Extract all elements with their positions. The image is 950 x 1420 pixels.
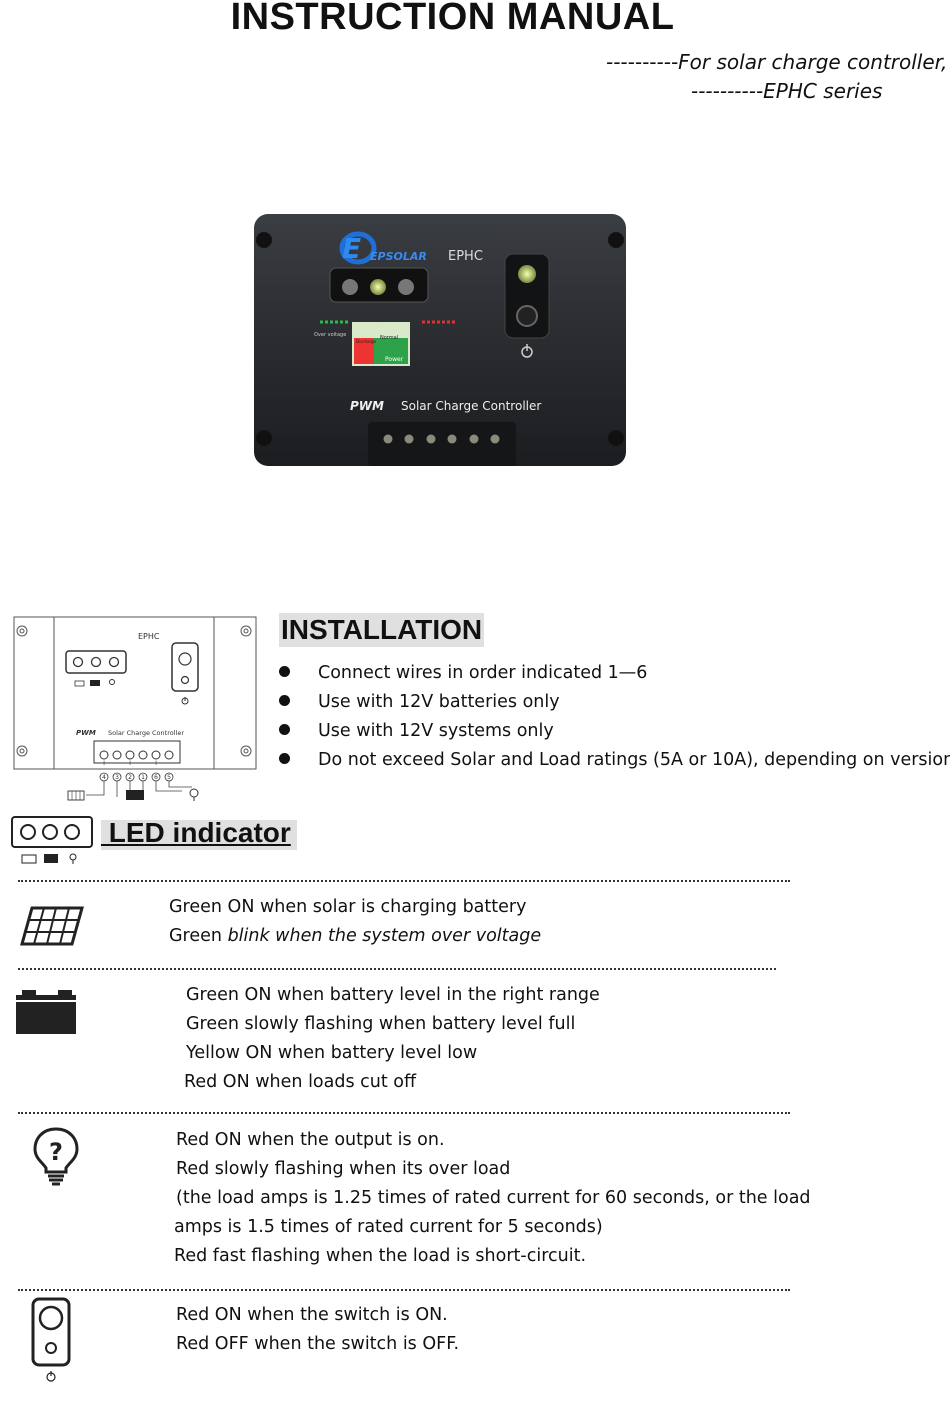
list-item-text: Connect wires in order indicated 1—6 [318, 663, 648, 683]
bullet-icon [279, 753, 290, 764]
svg-text:E: E [342, 232, 361, 265]
battery-led-desc-2: Green slowly flashing when battery level… [186, 1014, 576, 1034]
solar-led-desc-2-italic: blink when the system over voltage [227, 926, 542, 946]
switch-icon [30, 1296, 72, 1386]
subtitle-product: ----------For solar charge controller, [606, 50, 948, 74]
list-item: Use with 12V batteries only [279, 691, 950, 720]
product-label: Solar Charge Controller [401, 399, 541, 413]
terminal-number: 6 [154, 774, 158, 781]
led-indicator-heading: LED indicator [101, 817, 291, 848]
installation-list: Connect wires in order indicated 1—6 Use… [279, 662, 950, 778]
diagram-pwm-label: PWM [76, 729, 96, 737]
terminal-sign: − [114, 759, 120, 767]
terminal-number: 5 [167, 774, 171, 781]
power-label: Power [385, 356, 404, 363]
load-led-desc-3: (the load amps is 1.25 times of rated cu… [176, 1188, 811, 1208]
diagram-model-text: EPHC [138, 632, 160, 641]
list-item: Use with 12V systems only [279, 720, 950, 749]
list-item-text: Do not exceed Solar and Load ratings (5A… [318, 750, 950, 770]
solar-led-desc-2: Green blink when the system over voltage [169, 922, 541, 951]
page-title: INSTRUCTION MANUAL [230, 0, 675, 38]
terminal-number: 3 [115, 774, 119, 781]
terminal-number: 2 [128, 774, 132, 781]
solar-led-desc-2-normal: Green [169, 926, 228, 946]
terminal-number: 4 [102, 774, 106, 781]
terminal-sign: + [101, 759, 107, 767]
power-symbol-icon [521, 344, 533, 358]
product-photo: E EPSOLAR EPHC Normal Power Over voltage… [250, 210, 630, 470]
load-led-desc-5: Red fast flashing when the load is short… [174, 1246, 587, 1266]
battery-small-icon [126, 790, 144, 800]
battery-icon [14, 988, 78, 1036]
load-led-desc-1: Red ON when the output is on. [176, 1130, 445, 1150]
list-item: Do not exceed Solar and Load ratings (5A… [279, 749, 950, 778]
battery-led-desc-4: Red ON when loads cut off [184, 1072, 417, 1092]
separator [18, 1289, 790, 1291]
separator [18, 880, 790, 882]
load-led-desc-4: amps is 1.5 times of rated current for 5… [174, 1217, 603, 1237]
light-bulb-icon: ? [32, 1126, 80, 1186]
wiring-diagram: EPHC PWM Solar Charge Controller + − + −… [12, 615, 258, 805]
bullet-icon [279, 666, 290, 677]
terminal-number: 1 [141, 774, 145, 781]
solar-panel-small-icon [67, 790, 85, 801]
bulb-small-icon [189, 788, 199, 801]
solar-panel-icon [20, 904, 84, 948]
led-panel-icon [10, 815, 94, 867]
model-text: EPHC [448, 249, 483, 264]
bullet-icon [279, 724, 290, 735]
load-led-desc-2: Red slowly flashing when its over load [176, 1159, 511, 1179]
over-voltage-label: Over voltage [314, 332, 346, 338]
list-item-text: Use with 12V systems only [318, 721, 554, 741]
battery-led-desc-3: Yellow ON when battery level low [186, 1043, 478, 1063]
brand-text: EPSOLAR [370, 250, 427, 263]
list-item-text: Use with 12V batteries only [318, 692, 560, 712]
led-heading-background [101, 820, 297, 850]
bullet-icon [279, 695, 290, 706]
terminal-sign: + [153, 759, 159, 767]
diagram-product-label: Solar Charge Controller [108, 729, 184, 737]
terminal-sign: − [140, 759, 146, 767]
separator [18, 1112, 790, 1114]
pwm-label: PWM [350, 399, 384, 413]
subtitle-series: ----------EPHC series [691, 79, 883, 103]
switch-led-desc-2: Red OFF when the switch is OFF. [176, 1334, 460, 1354]
terminal-sign: + [127, 759, 133, 767]
list-item: Connect wires in order indicated 1—6 [279, 662, 950, 691]
svg-text:?: ? [49, 1138, 63, 1166]
separator [18, 968, 776, 970]
battery-led-desc-1: Green ON when battery level in the right… [186, 985, 600, 1005]
normal-label: Normal [380, 335, 398, 341]
switch-led-desc-1: Red ON when the switch is ON. [176, 1305, 448, 1325]
epsolar-logo-icon: E [339, 231, 377, 265]
solar-led-desc-1: Green ON when solar is charging battery [169, 897, 527, 917]
installation-heading: INSTALLATION [279, 613, 485, 647]
terminal-sign: − [166, 759, 172, 767]
discharge-label: Discharge [356, 339, 377, 344]
